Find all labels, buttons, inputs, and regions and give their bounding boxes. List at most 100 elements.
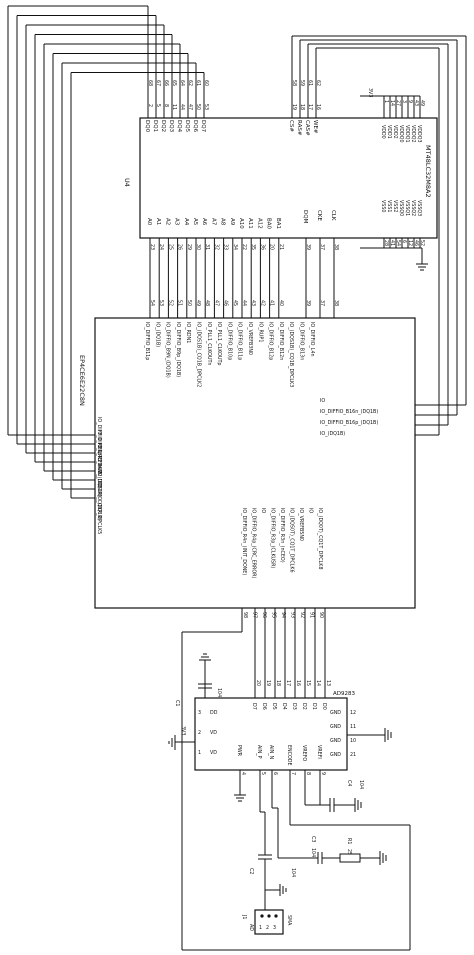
j1-pin-1: 1 (259, 925, 262, 931)
fpga-top-pin-label: IO_DIFFIO_B11p (237, 322, 243, 360)
sdram-addr-net: 48 (204, 300, 210, 306)
sdram-ctrl-pin-label: RAS# (296, 120, 302, 136)
adc-data-pin-label: D3 (291, 703, 297, 710)
sdram-ground-pin-label: VSS1 (386, 200, 392, 212)
r1-label: R1 (346, 838, 352, 844)
sdram-dq-net: 60 (203, 80, 209, 86)
sdram-part: MT48LC32M8A2 (424, 145, 432, 198)
encode-clock-wire (181, 608, 411, 951)
sdram-dq-pin-label: DQ2 (160, 120, 166, 132)
sdram-misc-pin-number: 38 (333, 244, 339, 250)
sdram-dq-net: 65 (171, 80, 177, 86)
sdram-addr-pin-label: A8 (220, 218, 226, 226)
sdram-power-pin-number: 49 (419, 100, 425, 106)
adc-right-pin-number: 10 (350, 738, 356, 744)
sdram-ground-pin-number: 6 (401, 240, 407, 243)
sdram-addr-pin-number: 23 (149, 244, 155, 250)
adc-data-pin-label: D0 (321, 703, 327, 710)
sdram-ctrl-pin-label: WE# (312, 120, 318, 134)
sdram-ground-pin-label: VSS0 (380, 200, 386, 212)
fpga-right-pin-label: IO_(DQ1B) (320, 431, 345, 437)
sdram-ground-pin-number: 12 (407, 240, 413, 246)
sdram-ctrl-pin-label: CS# (288, 120, 294, 132)
sdram-power-pin-label: VDDQ1 (404, 125, 410, 143)
adc-bottom-pin-number: 5 (260, 772, 266, 775)
sdram-ground-pin-label: VSSQ3 (416, 200, 422, 216)
sdram-addr-net: 50 (186, 300, 192, 306)
sdram-addr-pin-label: A6 (201, 218, 207, 226)
adc-left-pin-label: VD (210, 730, 217, 736)
fpga-bottom-pin-label: IO_DIFFIO_R4p_(CRC_ERROR) (251, 508, 257, 579)
adc-right-pin-label: GND (330, 738, 341, 744)
sdram-ctrl-net: 61 (307, 80, 313, 86)
sdram-addr-pin-number: 29 (186, 244, 192, 250)
fpga-top-pin-label: IO_PLL1_CLKOUTp (216, 322, 222, 365)
fpga-left-pin-label: IO_(DQ1R) (96, 495, 102, 520)
fpga-left-pin-label: IO_DIFFIO_R21n (96, 430, 102, 468)
sdram-power-pin-label: VDD2 (392, 125, 398, 139)
adc-left-pin-number: 3 (198, 710, 201, 716)
sdram-misc-pin-label: DQM (302, 210, 308, 224)
adc-data-pin-label: D7 (251, 703, 257, 710)
fpga-top-pin-label: IO_DIFFIO_B9N_(DQ1B) (165, 322, 171, 378)
fpga-right-pin-label: IO_DIFFIO_B16p_(DQ1B) (320, 420, 378, 426)
adc-left-pin-number: 1 (198, 750, 201, 756)
adc-data-pin-number: 18 (275, 680, 281, 686)
sdram-ground-pin-number: 54 (395, 240, 401, 246)
adc-data-bus (254, 608, 326, 698)
capacitor-c1: C1 104 (174, 653, 222, 706)
adc-data-pin-number: 20 (255, 680, 261, 686)
sdram-ctrl-pin-number: 19 (291, 104, 297, 110)
sdram-ground-pin-label: VSSQ0 (398, 200, 404, 216)
fpga-bottom-pin-number: 90 (318, 612, 324, 618)
sdram-ctrl-net: 58 (291, 80, 297, 86)
fpga-bottom-pin-label: IO (308, 508, 314, 513)
sdram-addr-pin-label: BA1 (275, 218, 281, 229)
fpga-bottom-pin-number: 96 (261, 612, 267, 618)
adc-right-pin-number: 12 (350, 710, 356, 716)
sdram-addr-net: 46 (223, 300, 229, 306)
fpga-part: EP4CE6E22C8N (78, 355, 86, 406)
fpga-top-pin-label: IO_DIFFIO_B13n (299, 322, 305, 360)
sdram-ground-icon (416, 256, 428, 271)
sdram-addr-pin-number: 24 (158, 244, 164, 250)
sdram-dq-pin-number: 47 (187, 104, 193, 110)
fpga-bottom-pin-label: IO_(DQS0T)_CQ1T_DPCLK6 (289, 508, 295, 573)
sdram-dq-pin-number: 11 (171, 104, 177, 110)
sdram-addr-pin-label: A3 (174, 218, 180, 226)
sdram-misc-pin-label: CKE (316, 210, 322, 221)
sdram-power-pins: VDD01VDD114VDD227VDDQ03VDDQ19VDDQ243VDDQ… (360, 95, 425, 256)
ain-wires: C2 104 C3 104 R1 25 (248, 770, 387, 910)
sdram-dq-net: 66 (163, 80, 169, 86)
sdram-dq-pin-number: 8 (163, 104, 169, 107)
fpga-bottom-pin-label: IO_DIFFIO_R3n_(nCEO) (279, 508, 285, 563)
sdram-misc-net: 39 (305, 300, 311, 306)
sdram-power-pin-label: VDD0 (380, 125, 386, 139)
sdram-dq-pin-label: DQ3 (168, 120, 174, 133)
fpga-top-pin-label: IO_DIFFIO_L4n (309, 322, 315, 357)
sdram-addr-pin-label: A10 (238, 218, 244, 229)
fpga-top-pin-label: IO_PLL1_CLKOUTn (206, 322, 212, 365)
adc-left-ground-icon (168, 735, 195, 750)
sdram-dq-pin-number: 2 (147, 104, 153, 107)
sdram-ground-pin-label: VSS2 (392, 200, 398, 212)
sdram-addr-pin-label: A11 (247, 218, 253, 229)
j1-pin-2: 2 (266, 925, 269, 931)
adc-bottom-pin-number: 7 (290, 772, 296, 775)
c2-label: C2 (248, 868, 254, 874)
adc-left-pin-label: VD (210, 750, 217, 756)
sdram-power-pin-label: VDDQ2 (410, 125, 416, 143)
sdram-addr-net: 42 (259, 300, 265, 306)
sdram-dq-pin-label: DQ1 (152, 120, 158, 132)
adc-ground-icon (347, 728, 392, 742)
adc-data-pin-label: D5 (271, 703, 277, 710)
adc-part: AD9283 (333, 691, 355, 697)
fpga-bottom-pin-label: IO (260, 508, 266, 513)
fpga-top-pin-label: IO_(DQ1B) (154, 322, 160, 347)
sdram-dq-pins: DQ0268DQ1567DQ2866DQ31165DQ44464DQ54762D… (144, 80, 209, 133)
fpga-bottom-pin-number: 91 (309, 612, 315, 618)
sdram-addr-pin-number: 21 (278, 244, 284, 250)
sdram-dq-pin-label: DQ5 (184, 120, 190, 133)
